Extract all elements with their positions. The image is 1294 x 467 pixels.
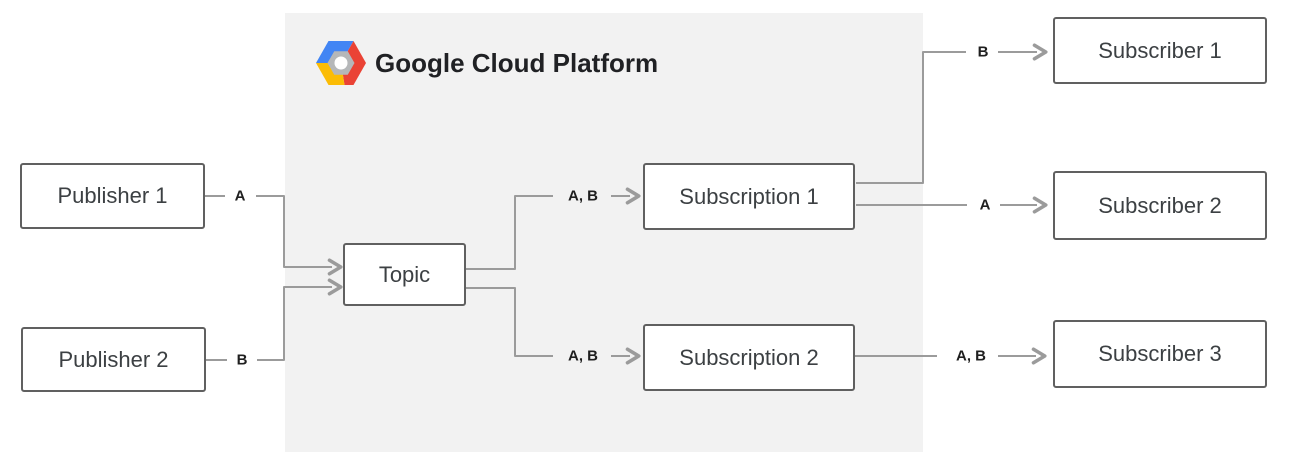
edge-label-subscription2-ab: A, B (568, 347, 598, 365)
node-subscriber-3: Subscriber 3 (1053, 320, 1267, 388)
node-topic: Topic (343, 243, 466, 306)
google-cloud-platform-logo-icon (316, 41, 366, 85)
edge-label-publisher2-b: B (236, 351, 248, 369)
edge-label-subscription1-ab: A, B (568, 187, 598, 205)
node-subscription-1: Subscription 1 (643, 163, 855, 230)
edge-label-publisher1-a: A (234, 187, 246, 205)
node-subscription-2: Subscription 2 (643, 324, 855, 391)
node-publisher-1: Publisher 1 (20, 163, 205, 229)
gcp-panel-title: Google Cloud Platform (375, 47, 659, 78)
edge-label-subscriber3-ab: A, B (956, 347, 986, 365)
edge-label-subscriber2-a: A (979, 196, 991, 214)
node-subscriber-1: Subscriber 1 (1053, 17, 1267, 84)
node-subscriber-2: Subscriber 2 (1053, 171, 1267, 240)
gcp-header: Google Cloud Platform (316, 39, 658, 87)
node-publisher-2: Publisher 2 (21, 327, 206, 392)
edge-label-subscriber1-b: B (977, 43, 989, 61)
